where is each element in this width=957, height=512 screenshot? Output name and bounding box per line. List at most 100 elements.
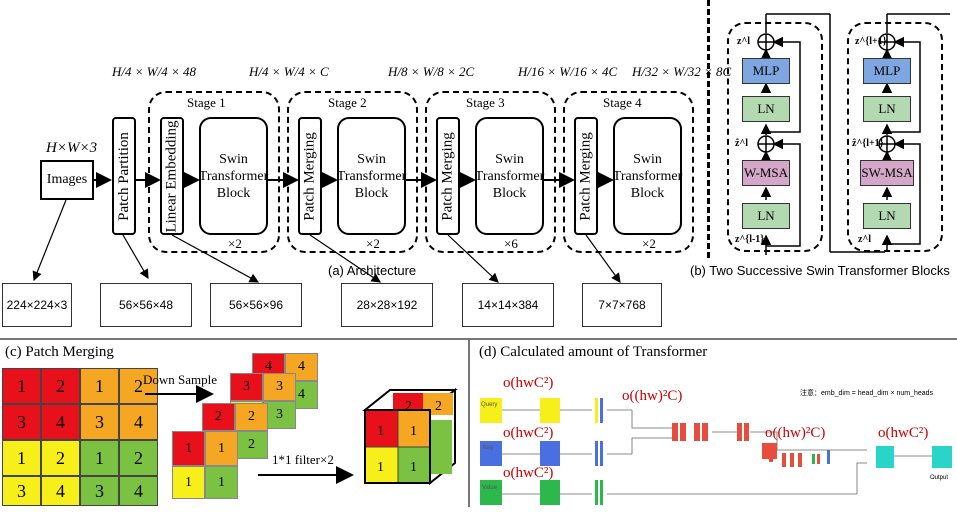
- mlp-label: MLP: [873, 63, 901, 78]
- svg-text:2: 2: [405, 399, 412, 414]
- swin-block-line: Block: [216, 185, 251, 201]
- patch-grid: 1 2 1 2 3 4 3 4 1 2 1 2 3 4 3 4: [2, 368, 158, 512]
- feature-size-5: 7×7×768: [582, 283, 662, 327]
- ln-label: LN: [757, 101, 775, 116]
- svg-text:1: 1: [410, 424, 417, 439]
- mlp-box-2: MLP: [863, 58, 911, 84]
- complexity-output: o(hwC²): [878, 425, 929, 441]
- repeat-4: ×2: [642, 236, 656, 251]
- ln-box-1a: LN: [742, 96, 790, 122]
- block-2-box: [847, 22, 943, 252]
- vertical-divider: [468, 338, 470, 507]
- grid-cell: 1: [80, 440, 119, 476]
- block-1-box: [727, 22, 823, 252]
- patch-merging-box-3: Patch Merging: [436, 117, 460, 235]
- grid-cell: 4: [41, 476, 80, 506]
- ln-label: LN: [878, 208, 896, 223]
- patch-partition-box: Patch Partition: [112, 117, 136, 235]
- swin-block-3: Swin Transformer Block: [475, 117, 544, 235]
- feature-size-0: 224×224×3: [2, 283, 72, 327]
- block-diagram-lines: [757, 13, 950, 255]
- grid-cell: 3: [2, 476, 41, 506]
- z-label-2: z^l: [858, 234, 872, 245]
- grid-cell: 1: [2, 368, 41, 404]
- grid-cell: 4: [119, 404, 158, 440]
- complexity-key: o(hwC²): [503, 425, 554, 441]
- patch-merging-label: Patch Merging: [577, 131, 594, 221]
- grid-cell: 1: [2, 440, 41, 476]
- feature-size-4: 14×14×384: [462, 283, 554, 327]
- patch-merging-label: Patch Merging: [301, 131, 318, 221]
- grid-cell: 2: [41, 368, 80, 404]
- stage-4-label: Stage 4: [603, 95, 642, 110]
- stage-1-label: Stage 1: [187, 95, 226, 110]
- wmsa-label: W-MSA: [743, 165, 789, 180]
- svg-text:2: 2: [435, 399, 442, 414]
- swin-block-line: Transformer: [474, 168, 545, 184]
- z-next-label: z^{l+1}: [855, 36, 887, 47]
- horizontal-divider: [0, 338, 957, 340]
- repeat-3: ×6: [504, 236, 518, 251]
- grid-cell: 3: [2, 404, 41, 440]
- architecture-arrows: [32, 172, 621, 283]
- stage-2-label: Stage 2: [328, 95, 367, 110]
- key-label: Key: [483, 445, 494, 451]
- complexity-query: o(hwC²): [503, 375, 554, 391]
- dimension-note: 注意：emb_dim = head_dim × num_heads: [800, 390, 934, 397]
- stage-dim-0: H/4 × W/4 × 48: [112, 64, 196, 79]
- stacked-patches: 4 4 4 4 3 3 3 3 2 2 2 2 1 1 1 1: [172, 353, 322, 503]
- grid-cell: 3: [80, 404, 119, 440]
- grid-cell: 4: [41, 404, 80, 440]
- transformer-caption: (d) Calculated amount of Transformer: [479, 344, 708, 360]
- value-label: Value: [482, 485, 497, 491]
- wmsa-box: W-MSA: [742, 160, 790, 186]
- ln-box-1b: LN: [742, 203, 790, 229]
- stage-3-label: Stage 3: [466, 95, 505, 110]
- swin-block-4: Swin Transformer Block: [613, 117, 682, 235]
- swin-block-line: Block: [630, 185, 665, 201]
- ln-label: LN: [757, 208, 775, 223]
- swin-block-line: Swin: [495, 151, 524, 167]
- z-prev-label: z^{l-1}: [735, 234, 765, 245]
- swin-block-2: Swin Transformer Block: [337, 117, 406, 235]
- patch-merging-label: Patch Merging: [439, 131, 456, 221]
- swin-block-line: Transformer: [336, 168, 407, 184]
- filter-label: 1*1 filter×2: [272, 452, 334, 467]
- swin-block-line: Swin: [633, 151, 662, 167]
- swin-block-1: Swin Transformer Block: [199, 117, 268, 235]
- z-hat-label: ẑ^l: [735, 138, 749, 149]
- transformer-flow-lines: [480, 398, 952, 505]
- stage-dim-4: H/32 × W/32 × 8C: [632, 64, 732, 79]
- input-dim-label: H×W×3: [46, 140, 98, 156]
- linear-embedding-box: Linear Embedding: [160, 117, 184, 235]
- images-label: Images: [46, 172, 88, 187]
- architecture-caption: (a) Architecture: [328, 263, 417, 278]
- feature-size-2: 56×56×96: [210, 283, 302, 327]
- patch-merging-box-2: Patch Merging: [298, 117, 322, 235]
- ln-box-2a: LN: [863, 96, 911, 122]
- grid-cell: 3: [80, 476, 119, 506]
- grid-cell: 2: [41, 440, 80, 476]
- svg-text:1: 1: [377, 460, 384, 475]
- section-divider: [707, 0, 710, 258]
- feature-size-1: 56×56×48: [100, 283, 192, 327]
- merged-cube: 2 2 1 1 1 1: [362, 387, 458, 486]
- linear-embedding-label: Linear Embedding: [163, 119, 180, 233]
- patch-merging-box-4: Patch Merging: [574, 117, 598, 235]
- stage-dim-1: H/4 × W/4 × C: [249, 64, 329, 79]
- stage-3-box: [425, 91, 556, 253]
- svg-text:1: 1: [377, 424, 384, 439]
- repeat-1: ×2: [228, 236, 242, 251]
- feature-size-3: 28×28×192: [341, 283, 433, 327]
- down-sample-label: Down Sample: [143, 372, 218, 387]
- swin-block-line: Swin: [219, 151, 248, 167]
- z-label: z^l: [737, 36, 751, 47]
- svg-text:1: 1: [410, 460, 417, 475]
- ln-box-2b: LN: [863, 203, 911, 229]
- z-hat-next-label: ẑ^{l+1}: [852, 138, 884, 149]
- query-label: Query: [481, 402, 498, 408]
- swin-block-line: Transformer: [612, 168, 683, 184]
- mlp-label: MLP: [752, 63, 780, 78]
- mlp-box-1: MLP: [742, 58, 790, 84]
- swin-block-line: Swin: [357, 151, 386, 167]
